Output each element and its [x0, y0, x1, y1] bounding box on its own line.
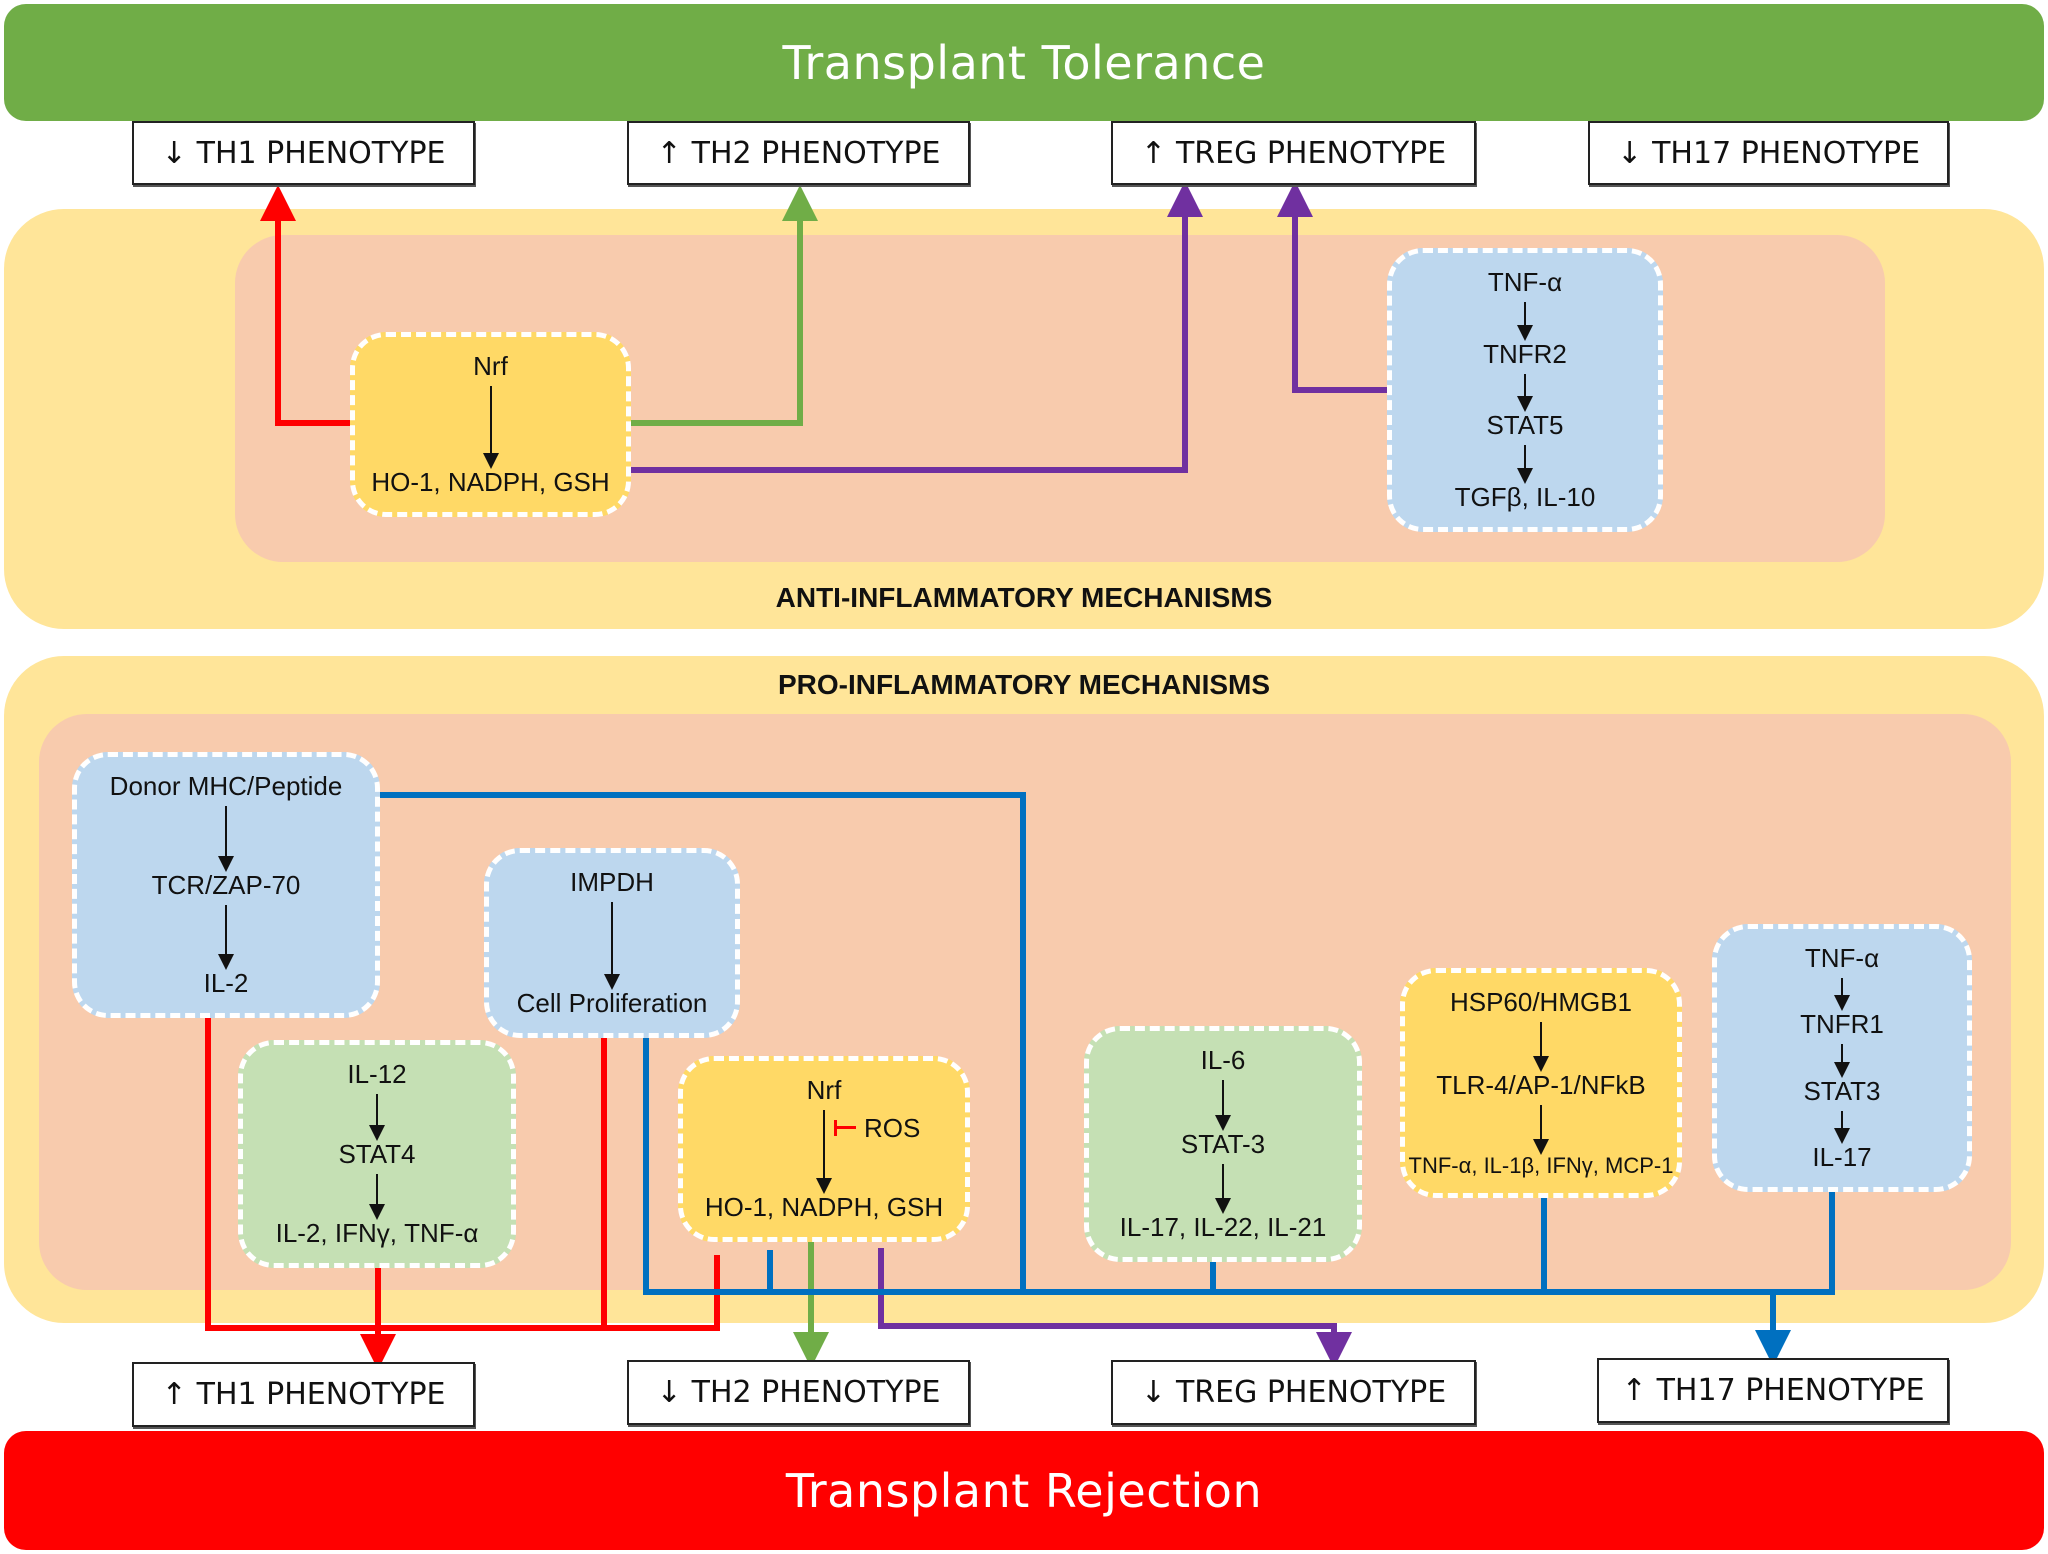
arrow-down-icon: ↓ — [1140, 1375, 1166, 1410]
transplant-tolerance-banner: Transplant Tolerance — [4, 4, 2044, 121]
pathway-step: Cell Proliferation — [516, 988, 708, 1018]
pathway-step: STAT5 — [1486, 410, 1564, 441]
arrow-down-icon — [1517, 445, 1533, 484]
pathway-step: TNFR2 — [1483, 338, 1567, 369]
transplant-rejection-banner: Transplant Rejection — [4, 1431, 2044, 1550]
pro-th17-bus-line — [643, 1038, 1835, 1295]
top-th2-phenotype-box: ↑ TH2 PHENOTYPE — [627, 121, 970, 185]
phenotype-label: TH1 PHENOTYPE — [196, 1377, 446, 1412]
anti-nrf-to-th1-line — [260, 185, 352, 426]
pro-hsp-pathway-box: HSP60/HMGB1 TLR-4/AP-1/NFkB TNF-α, IL-1β… — [1400, 968, 1682, 1198]
anti-tnfr2-pathway-box: TNF-α TNFR2 STAT5 TGFβ, IL-10 — [1387, 248, 1663, 532]
anti-nrf-to-treg-line — [631, 181, 1203, 473]
arrow-down-icon: ↓ — [656, 1375, 682, 1410]
pro-nrf-pathway-box: Nrf HO-1, NADPH, GSH — [678, 1056, 970, 1242]
arrow-up-icon: ↑ — [656, 135, 682, 171]
transplant-rejection-label: Transplant Rejection — [785, 1463, 1263, 1518]
pro-il6-pathway-box: IL-6 STAT-3 IL-17, IL-22, IL-21 — [1084, 1026, 1362, 1262]
phenotype-label: TH17 PHENOTYPE — [1656, 1373, 1925, 1408]
phenotype-label: TH2 PHENOTYPE — [691, 135, 941, 171]
pathway-step: TNFR1 — [1800, 1009, 1884, 1040]
pathway-step: IL-17, IL-22, IL-21 — [1119, 1212, 1327, 1242]
pathway-step: TNF-α — [1487, 267, 1563, 297]
pathway-step: HO-1, NADPH, GSH — [704, 1192, 944, 1222]
arrow-down-icon — [816, 1110, 832, 1194]
pathway-step: IL-6 — [1200, 1045, 1246, 1075]
arrow-down-icon: ↓ — [1616, 135, 1643, 171]
bottom-th1-phenotype-box: ↑ TH1 PHENOTYPE — [132, 1362, 475, 1427]
bottom-th17-phenotype-box: ↑ TH17 PHENOTYPE — [1597, 1358, 1949, 1423]
phenotype-label: TREG PHENOTYPE — [1175, 1375, 1447, 1410]
top-th17-phenotype-box: ↓ TH17 PHENOTYPE — [1588, 121, 1949, 185]
bottom-th2-phenotype-box: ↓ TH2 PHENOTYPE — [627, 1360, 970, 1425]
arrow-down-icon — [369, 1173, 385, 1220]
pathway-step: IL-2, IFNγ, TNF-α — [275, 1218, 479, 1248]
arrow-down-icon — [1834, 978, 1850, 1012]
pathway-step: TGFβ, IL-10 — [1454, 482, 1596, 513]
arrow-down-icon — [1834, 1044, 1850, 1079]
ros-inhibition: ROS — [834, 1112, 920, 1144]
arrow-down-icon — [1834, 1110, 1850, 1145]
arrow-up-icon: ↑ — [161, 1377, 187, 1412]
transplant-tolerance-label: Transplant Tolerance — [782, 35, 1266, 90]
pathway-step: Donor MHC/Peptide — [109, 771, 343, 801]
pro-tnfr1-pathway-box: TNF-α TNFR1 STAT3 IL-17 — [1712, 924, 1972, 1192]
pathway-step: TNF-α, IL-1β, IFNγ, MCP-1 — [1408, 1153, 1674, 1178]
anti-nrf-to-th2-line — [631, 185, 818, 426]
pathway-step: IL-2 — [203, 968, 249, 998]
pathway-step: STAT-3 — [1180, 1128, 1266, 1159]
pathway-step: TNF-α — [1804, 943, 1880, 973]
pro-inflammatory-title: PRO-INFLAMMATORY MECHANISMS — [777, 669, 1271, 700]
ros-label: ROS — [864, 1112, 921, 1143]
phenotype-label: TH1 PHENOTYPE — [196, 135, 446, 171]
bottom-treg-phenotype-box: ↓ TREG PHENOTYPE — [1111, 1360, 1476, 1425]
arrow-down-icon — [1215, 1163, 1231, 1214]
pathway-step: STAT3 — [1803, 1075, 1881, 1106]
pathway-step: IL-12 — [347, 1059, 407, 1089]
arrow-down-icon — [1533, 1022, 1549, 1072]
pro-nrf-to-treg-line — [878, 1248, 1352, 1368]
phenotype-label: TH17 PHENOTYPE — [1652, 135, 1921, 171]
pathway-step: IMPDH — [570, 867, 654, 897]
pathway-step: TCR/ZAP-70 — [151, 869, 301, 900]
anti-nrf-pathway-box: Nrf HO-1, NADPH, GSH — [350, 332, 631, 517]
pro-il12-pathway-box: IL-12 STAT4 IL-2, IFNγ, TNF-α — [238, 1040, 516, 1268]
arrow-down-icon — [1517, 373, 1533, 412]
arrow-down-icon — [369, 1094, 385, 1140]
inhibition-bar-icon — [834, 1120, 856, 1136]
arrow-down-icon — [218, 904, 234, 970]
pathway-step: STAT4 — [338, 1138, 416, 1169]
top-th1-phenotype-box: ↓ TH1 PHENOTYPE — [132, 121, 475, 185]
pathway-step: TLR-4/AP-1/NFkB — [1436, 1070, 1646, 1100]
arrow-down-icon — [604, 902, 620, 990]
arrow-down-icon — [1517, 302, 1533, 341]
arrow-up-icon: ↑ — [1140, 135, 1166, 171]
anti-tnfr2-to-treg-line — [1277, 181, 1389, 393]
pathway-step: Nrf — [473, 351, 508, 381]
phenotype-label: TREG PHENOTYPE — [1175, 135, 1447, 171]
arrow-down-icon: ↓ — [161, 135, 187, 171]
pathway-step: IL-17 — [1812, 1141, 1872, 1172]
arrow-up-icon: ↑ — [1621, 1373, 1647, 1408]
pathway-step: Nrf — [806, 1075, 842, 1105]
arrow-down-icon — [1533, 1105, 1549, 1155]
arrow-down-icon — [482, 386, 499, 469]
pro-mhc-pathway-box: Donor MHC/Peptide TCR/ZAP-70 IL-2 — [72, 752, 380, 1018]
pathway-step: HO-1, NADPH, GSH — [371, 467, 610, 497]
arrow-down-icon — [1215, 1080, 1231, 1130]
top-treg-phenotype-box: ↑ TREG PHENOTYPE — [1111, 121, 1476, 185]
anti-inflammatory-title: ANTI-INFLAMMATORY MECHANISMS — [775, 582, 1273, 613]
arrow-down-icon — [218, 806, 234, 871]
pathway-step: HSP60/HMGB1 — [1449, 987, 1633, 1017]
phenotype-label: TH2 PHENOTYPE — [691, 1375, 941, 1410]
pro-mhc-to-th17-line — [380, 792, 1026, 1292]
pro-impdh-pathway-box: IMPDH Cell Proliferation — [484, 848, 740, 1038]
